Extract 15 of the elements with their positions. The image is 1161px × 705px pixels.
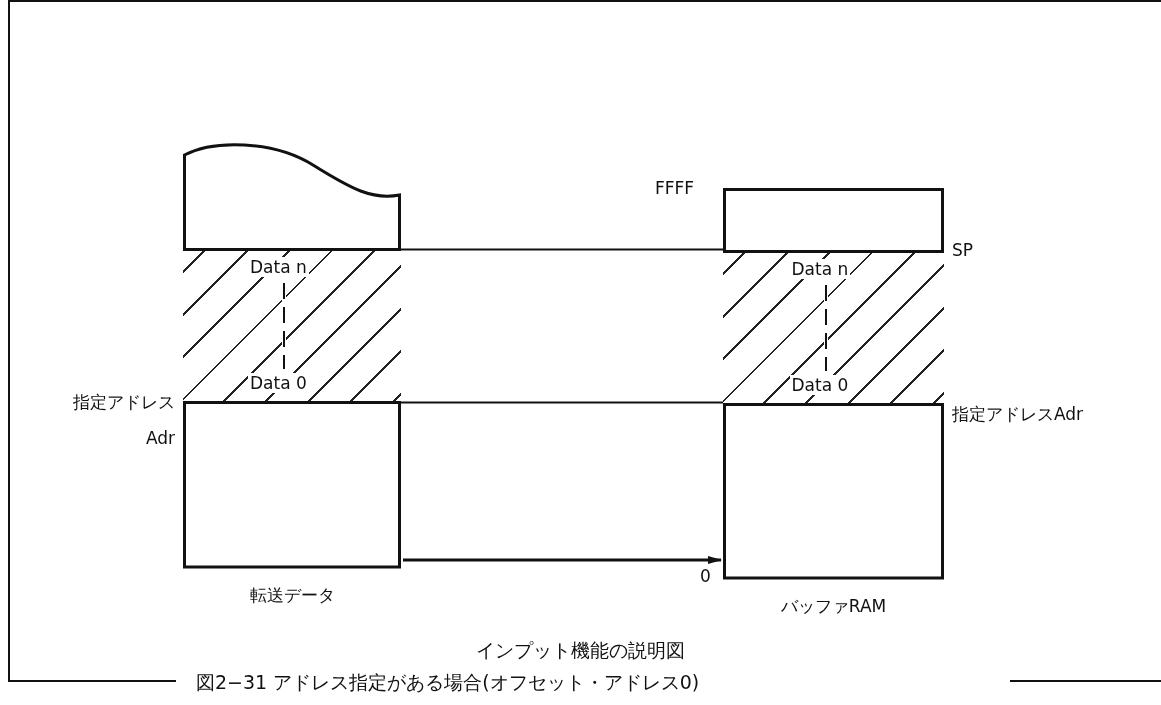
block-caption: バッファRAM	[779, 596, 888, 616]
block-caption: 転送データ	[248, 585, 336, 605]
address-label: 指定アドレス	[72, 392, 175, 412]
address-label: Adr	[144, 428, 175, 448]
connector-line	[400, 248, 724, 251]
address-label: 0	[700, 566, 711, 586]
data-label: Data n	[248, 257, 309, 277]
connector-line	[400, 401, 724, 404]
figure-title: インプット機能の説明図	[475, 640, 686, 660]
arrow	[403, 556, 722, 564]
address-label: SP	[952, 240, 974, 260]
address-label: 指定アドレスAdr	[952, 404, 1084, 424]
data-label: Data 0	[248, 373, 309, 393]
data-label: Data 0	[789, 375, 851, 395]
address-label: FFFF	[655, 178, 695, 198]
